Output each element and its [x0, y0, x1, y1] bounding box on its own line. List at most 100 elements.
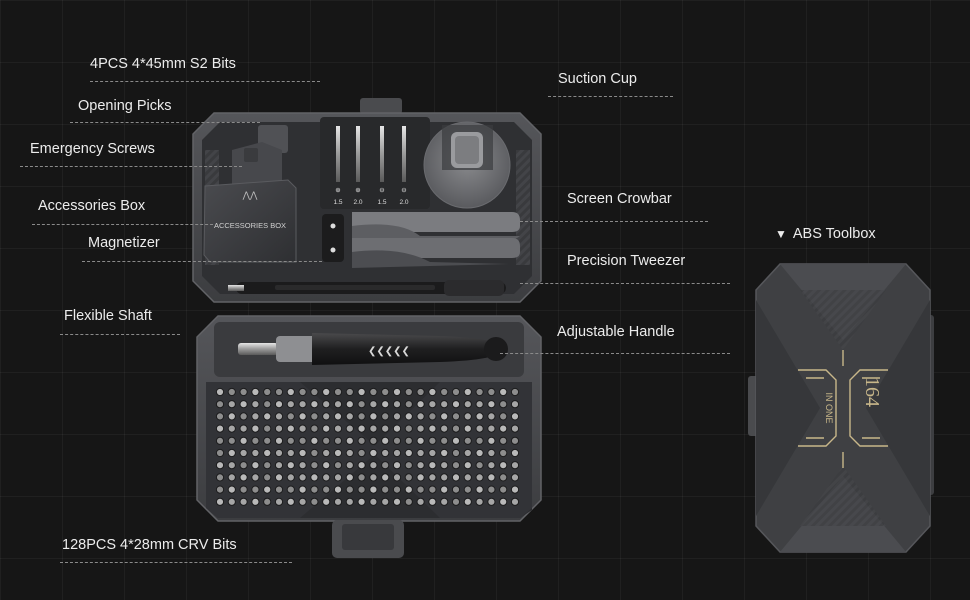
- bit-socket: [239, 424, 248, 433]
- bit-socket: [357, 448, 366, 458]
- leader-s2-bits: [90, 81, 320, 82]
- label-emergency-screws: Emergency Screws: [30, 141, 155, 157]
- bit-socket: [286, 448, 295, 458]
- bit-socket: [251, 400, 260, 409]
- bit-socket: [227, 436, 236, 445]
- bit-socket: [322, 461, 331, 470]
- bit-socket: [274, 485, 284, 494]
- bit-socket: [322, 473, 331, 482]
- bit-socket: [487, 461, 496, 470]
- bit-socket: [404, 424, 413, 433]
- bit-socket: [428, 412, 437, 421]
- leader-crv-bits: [60, 562, 292, 563]
- bit-socket: [451, 387, 461, 397]
- bit-socket: [286, 436, 295, 445]
- bit-socket: [298, 473, 307, 482]
- bit-socket: [298, 412, 307, 421]
- bit-socket: [416, 497, 425, 506]
- bit-socket: [298, 400, 307, 409]
- bit-socket: [463, 387, 472, 397]
- bit-socket: [416, 424, 425, 433]
- leader-adjustable-handle: [500, 353, 730, 354]
- bit-socket: [392, 387, 402, 397]
- bit-socket: [215, 424, 225, 433]
- leader-opening-picks: [70, 122, 260, 123]
- bit-socket: [345, 424, 354, 433]
- bit-socket: [510, 424, 520, 433]
- bit-socket: [333, 497, 343, 506]
- bit-socket: [251, 412, 260, 421]
- bit-socket: [298, 497, 307, 506]
- bit-socket: [251, 461, 260, 470]
- abs-toolbox: 164 IN ONE: [748, 263, 934, 553]
- bit-socket: [333, 400, 343, 409]
- crv-bits-grid: [215, 387, 520, 506]
- label-s2-bits: 4PCS 4*45mm S2 Bits: [90, 56, 236, 72]
- bit-socket: [416, 448, 425, 458]
- bit-socket: [404, 461, 413, 470]
- bit-socket: [322, 424, 331, 433]
- bit-socket: [357, 436, 366, 445]
- bit-socket: [416, 461, 425, 470]
- bit-socket: [333, 448, 343, 458]
- bit-socket: [333, 485, 343, 494]
- bit-socket: [510, 485, 520, 494]
- bit-socket: [227, 461, 236, 470]
- bit-socket: [310, 461, 319, 470]
- bit-socket: [487, 436, 496, 445]
- bit-socket: [263, 497, 272, 506]
- bit-socket: [451, 448, 461, 458]
- top-tray: ACCESSORIES BOX ⋀⋀ ⊕⊕ ⊖⊖ 1.5 2.0 1.5 2.0: [192, 98, 542, 303]
- accessories-box-product: ACCESSORIES BOX ⋀⋀: [203, 179, 297, 263]
- bit-socket: [440, 473, 449, 482]
- bit-socket: [251, 448, 260, 458]
- bit-socket: [499, 436, 508, 445]
- bit-socket: [510, 461, 520, 470]
- bit-socket: [369, 448, 378, 458]
- bit-socket: [286, 424, 295, 433]
- bit-socket: [499, 497, 508, 506]
- bit-socket: [440, 436, 449, 445]
- bit-socket: [463, 400, 472, 409]
- bit-socket: [251, 424, 260, 433]
- bit-socket: [381, 412, 390, 421]
- bit-socket: [428, 448, 437, 458]
- bit-socket: [322, 485, 331, 494]
- bit-socket: [381, 473, 390, 482]
- bit-socket: [286, 473, 295, 482]
- bit-socket: [510, 387, 520, 397]
- bit-socket: [428, 400, 437, 409]
- bit-socket: [215, 497, 225, 506]
- bit-socket: [357, 400, 366, 409]
- bit-socket: [440, 424, 449, 433]
- bit-socket: [440, 400, 449, 409]
- bit-socket: [345, 400, 354, 409]
- toolbox-logo-text: IN ONE: [824, 392, 834, 423]
- bit-socket: [239, 400, 248, 409]
- bit-socket: [369, 473, 378, 482]
- bit-socket: [440, 485, 449, 494]
- bit-socket: [322, 387, 331, 397]
- bit-socket: [333, 412, 343, 421]
- bit-socket: [345, 448, 354, 458]
- bit-socket: [451, 412, 461, 421]
- bit-socket: [227, 485, 236, 494]
- bit-socket: [475, 400, 484, 409]
- bit-socket: [440, 412, 449, 421]
- bit-socket: [263, 448, 272, 458]
- bit-socket: [499, 485, 508, 494]
- bit-socket: [239, 412, 248, 421]
- bit-socket: [215, 412, 225, 421]
- bit-socket: [298, 424, 307, 433]
- bit-socket: [428, 473, 437, 482]
- bit-socket: [440, 497, 449, 506]
- bit-socket: [381, 497, 390, 506]
- bit-socket: [392, 448, 402, 458]
- bit-socket: [239, 448, 248, 458]
- bit-socket: [215, 400, 225, 409]
- bit-socket: [286, 412, 295, 421]
- bit-socket: [499, 412, 508, 421]
- bit-socket: [487, 497, 496, 506]
- label-flexible-shaft: Flexible Shaft: [64, 308, 152, 324]
